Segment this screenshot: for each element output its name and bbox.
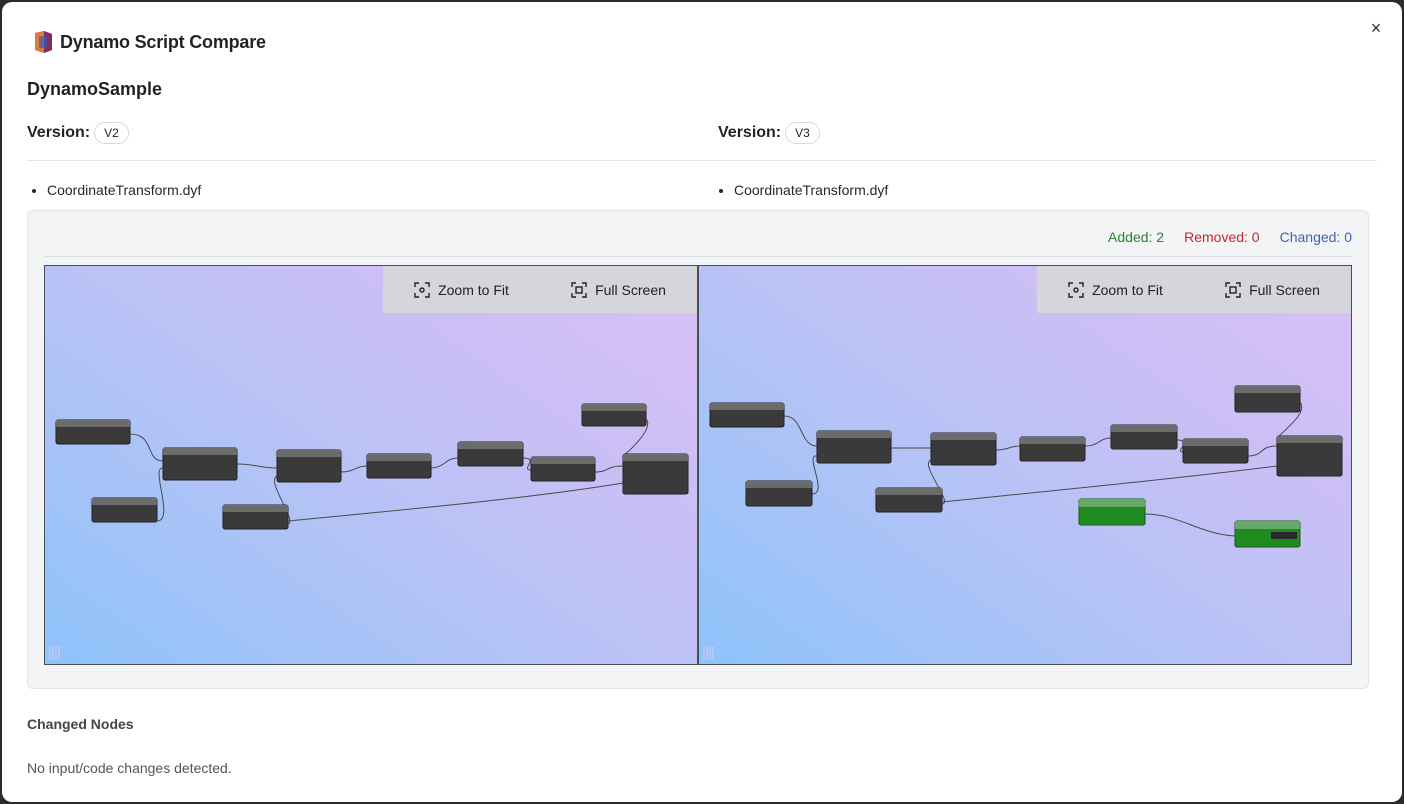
- divider: [44, 256, 1352, 257]
- close-icon[interactable]: ×: [1370, 18, 1382, 38]
- canvas-corner-icon: [49, 646, 60, 660]
- full-screen-button[interactable]: Full Screen: [571, 282, 666, 298]
- zoom-fit-icon: [1068, 281, 1084, 298]
- canvas-toolbar: Zoom to Fit Full Screen: [383, 266, 697, 313]
- changed-nodes-message: No input/code changes detected.: [27, 760, 232, 776]
- file-item: CoordinateTransform.dyf: [734, 182, 888, 198]
- graph-view: [709, 385, 1343, 548]
- added-count: Added: 2: [1108, 229, 1165, 245]
- right-file-list: CoordinateTransform.dyf: [714, 182, 888, 198]
- version-badge: V3: [785, 122, 820, 144]
- full-screen-label: Full Screen: [1249, 281, 1320, 298]
- zoom-fit-icon: [414, 281, 430, 298]
- version-badge: V2: [94, 122, 129, 144]
- page-title: Dynamo Script Compare: [60, 31, 266, 52]
- zoom-to-fit-button[interactable]: Zoom to Fit: [1068, 282, 1163, 298]
- zoom-to-fit-label: Zoom to Fit: [1092, 281, 1163, 298]
- right-version: Version: V3: [718, 122, 820, 144]
- canvas-corner-icon: [703, 646, 714, 660]
- version-label: Version:: [27, 124, 91, 141]
- removed-count: Removed: 0: [1184, 229, 1260, 245]
- dynamo-logo-icon: [35, 31, 52, 53]
- version-label: Version:: [718, 124, 782, 141]
- left-file-list: CoordinateTransform.dyf: [27, 182, 201, 198]
- divider: [27, 160, 1377, 161]
- full-screen-icon: [571, 281, 587, 298]
- changed-count: Changed: 0: [1279, 229, 1352, 245]
- dialog-header: Dynamo Script Compare: [32, 30, 266, 54]
- graph-view: [55, 403, 689, 530]
- full-screen-icon: [1225, 281, 1241, 298]
- graph-canvas-right[interactable]: Zoom to Fit Full Screen: [698, 265, 1352, 665]
- script-name: DynamoSample: [27, 79, 163, 99]
- full-screen-label: Full Screen: [595, 281, 666, 298]
- zoom-to-fit-button[interactable]: Zoom to Fit: [414, 282, 509, 298]
- node-group: [55, 403, 689, 530]
- zoom-to-fit-label: Zoom to Fit: [438, 281, 509, 298]
- changed-nodes-heading: Changed Nodes: [27, 716, 134, 732]
- canvas-toolbar: Zoom to Fit Full Screen: [1037, 266, 1351, 313]
- full-screen-button[interactable]: Full Screen: [1225, 282, 1320, 298]
- diff-stats: Added: 2 Removed: 0 Changed: 0: [1108, 229, 1352, 245]
- diff-panel: Added: 2 Removed: 0 Changed: 0: [27, 210, 1369, 689]
- left-version: Version: V2: [27, 122, 129, 144]
- added-nodes: [1078, 498, 1301, 548]
- file-item: CoordinateTransform.dyf: [47, 182, 201, 198]
- graph-canvas-left[interactable]: Zoom to Fit Full Screen: [44, 265, 698, 665]
